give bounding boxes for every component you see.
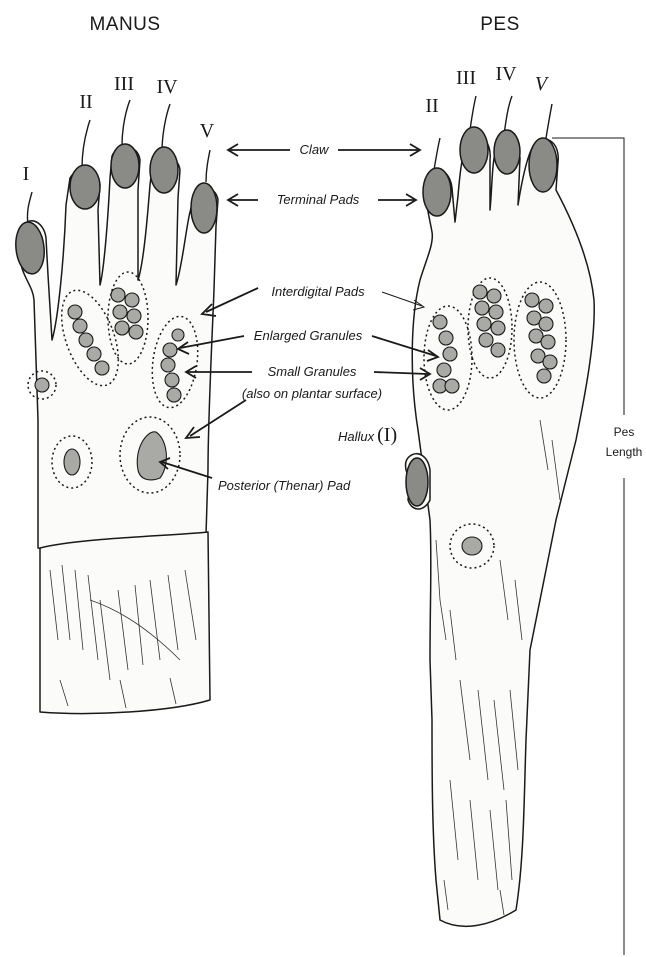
small-granules-note: (also on plantar surface) [242,386,382,401]
manus-digit-III: III [114,73,134,95]
manus-drawing [13,100,218,714]
pes-hallux-pad [406,458,428,506]
pes-length-label-line2: Length [606,445,643,459]
pes-header: PES [480,14,520,35]
pes-digit-II: II [425,95,438,117]
claw-label: Claw [300,142,331,157]
terminal-pads-label: Terminal Pads [277,192,360,207]
manus-wrist [40,532,210,714]
manus-header: MANUS [89,14,160,35]
manus-digit-I: I [23,163,30,185]
pes-sole-outline [412,136,594,926]
small-granules-label: Small Granules [268,364,357,379]
posterior-pad-label: Posterior (Thenar) Pad [218,478,351,493]
enlarged-granules-label: Enlarged Granules [254,328,363,343]
pes-digit-V: V [535,73,550,95]
manus-palm-outline [20,147,218,552]
interdigital-pads-label: Interdigital Pads [271,284,365,299]
pes-length-label-line1: Pes [614,425,635,439]
pes-drawing [406,96,595,926]
manus-digit-V: V [200,120,215,142]
hallux-word: Hallux [338,429,375,444]
pes-digit-III: III [456,67,476,89]
manus-digit-IV: IV [156,76,178,98]
hallux-numeral: (I) [377,424,397,446]
hallux-label: Hallux(I) [338,424,397,446]
pes-digit-IV: IV [495,63,517,85]
manus-digit-II: II [79,91,92,113]
